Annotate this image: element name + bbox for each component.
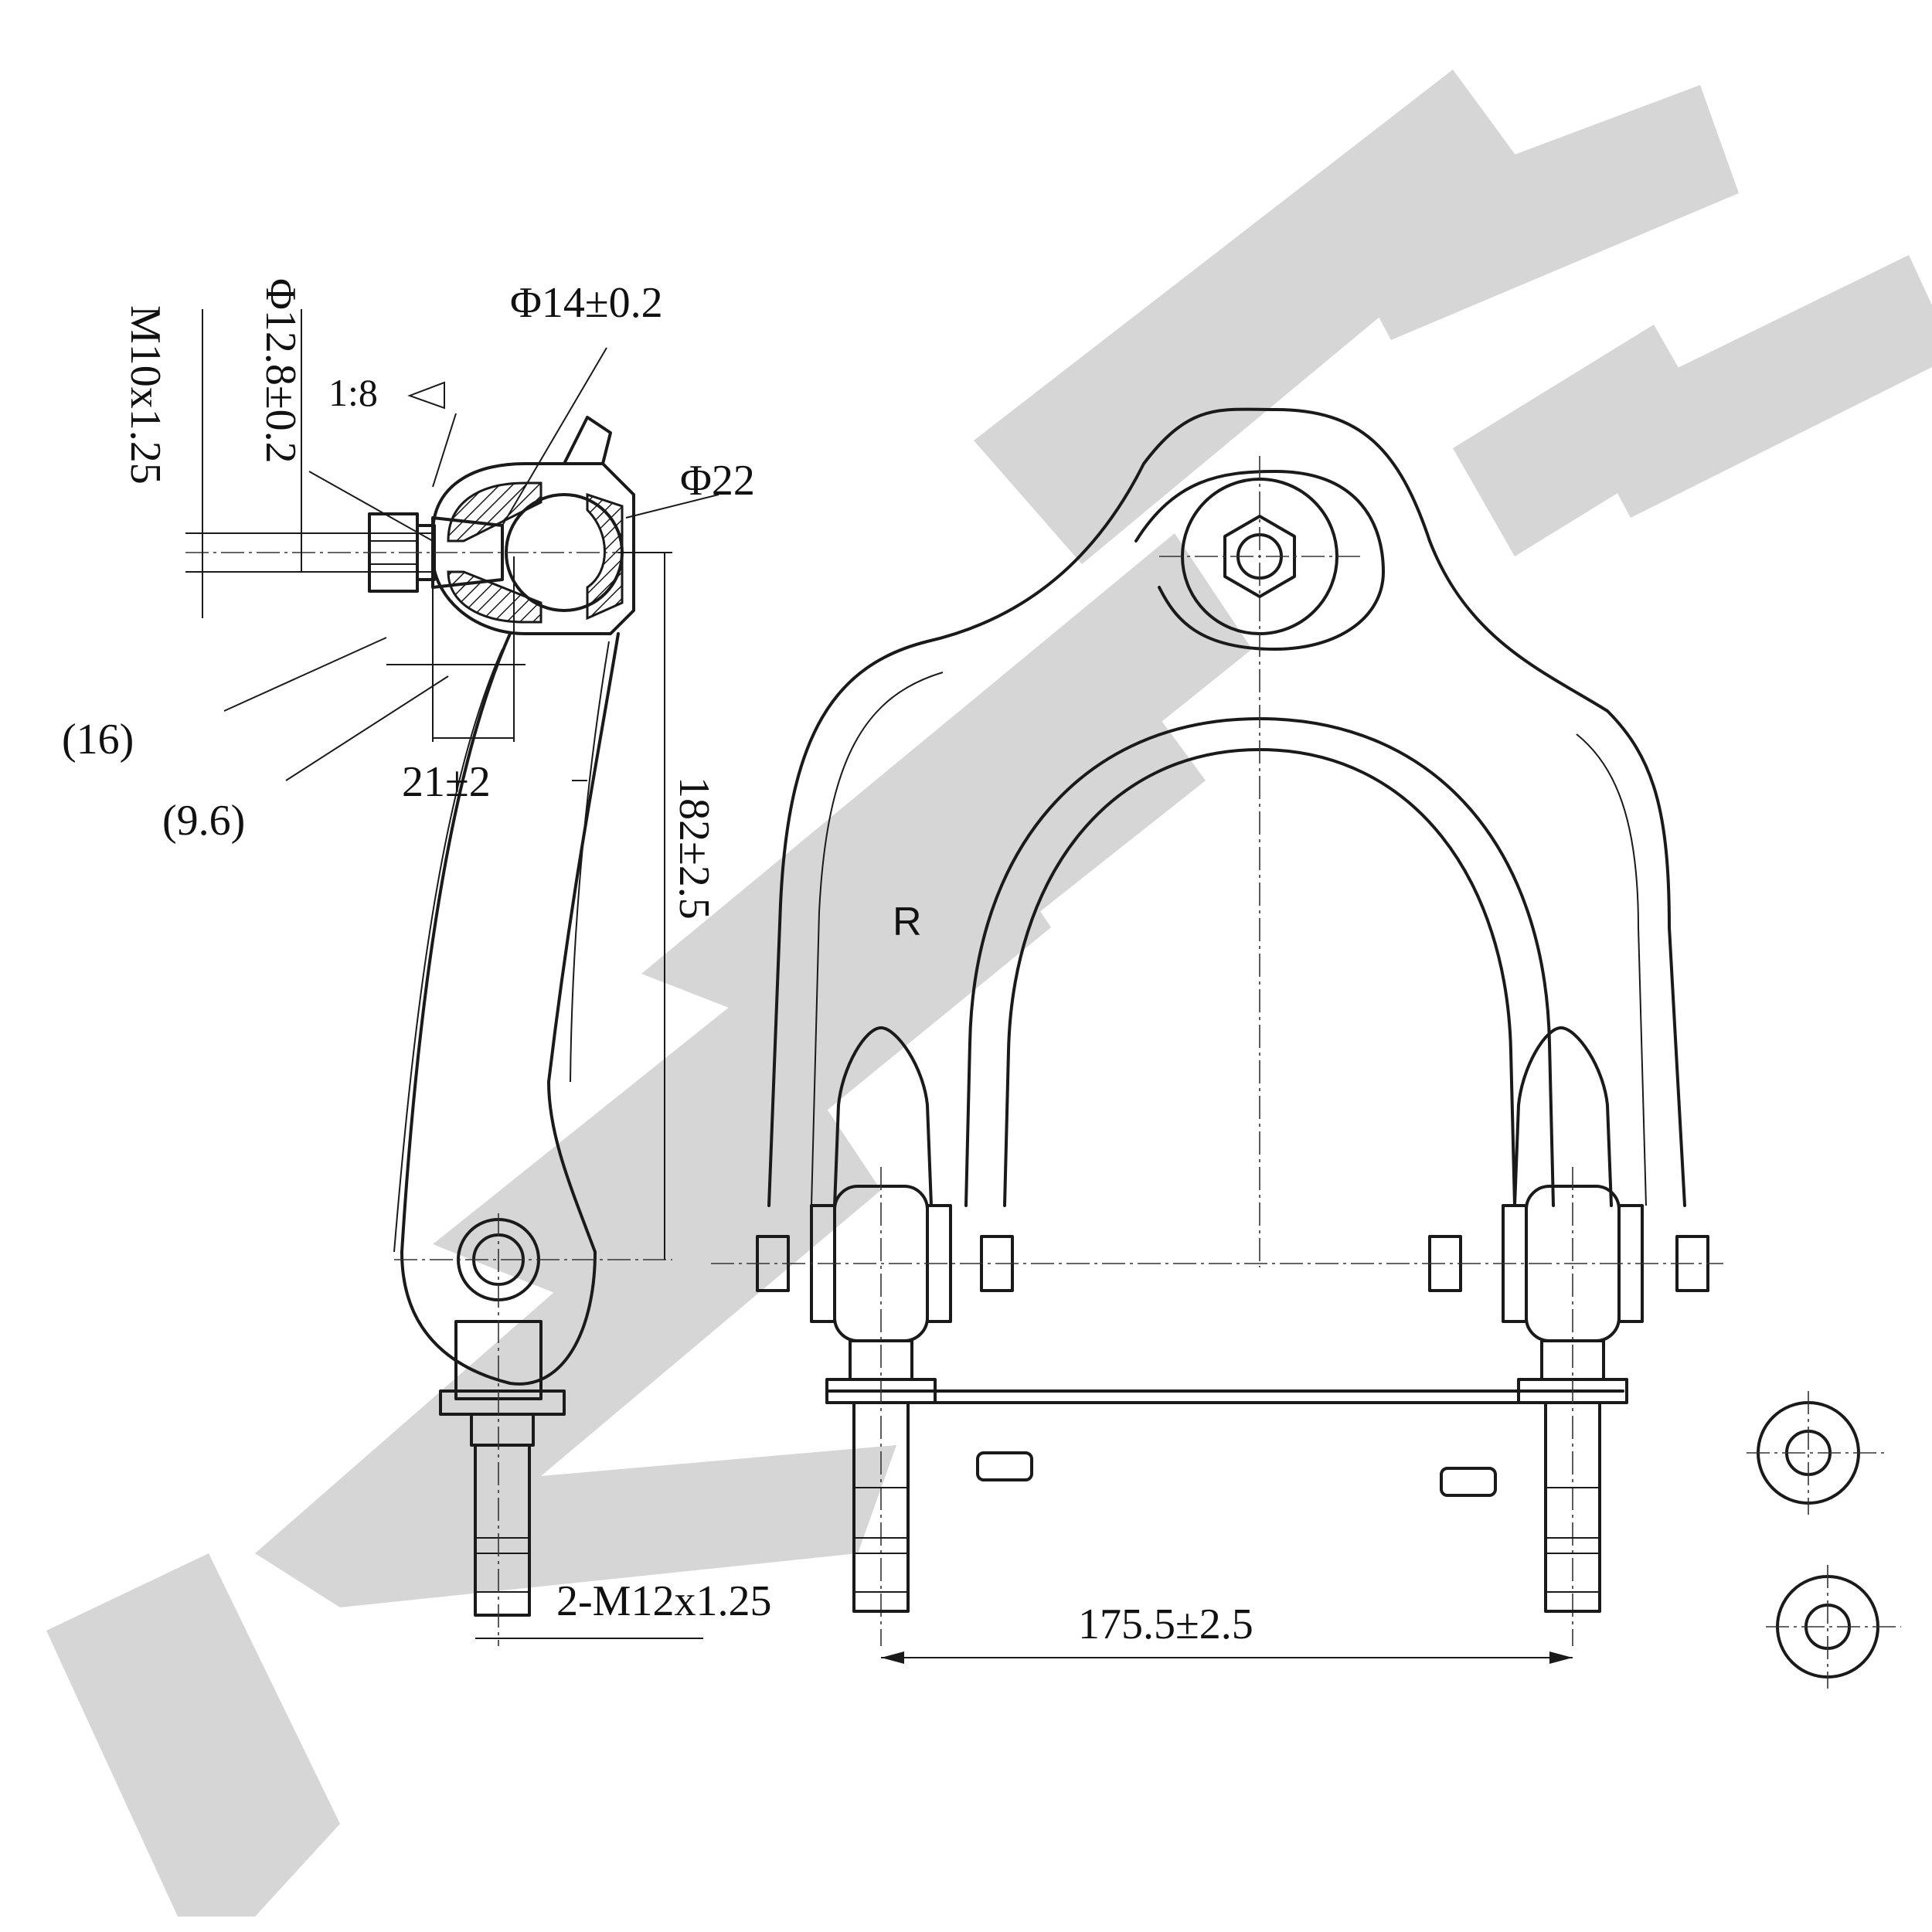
dim-16: (16)	[62, 716, 134, 764]
front-view	[711, 407, 1901, 1689]
label-side-r: R	[893, 900, 922, 944]
dim-9-6: (9.6)	[162, 797, 245, 845]
dim-182: 182±2.5	[670, 777, 718, 920]
top-nut-hex	[1223, 515, 1296, 598]
dim-175-5: 175.5±2.5	[1078, 1600, 1253, 1648]
side-stud	[474, 1444, 531, 1617]
ball-joint-housing	[431, 462, 635, 635]
left-stud	[852, 1401, 910, 1613]
dim-21: 21±2	[402, 758, 491, 806]
dim-phi14: Φ14±0.2	[510, 279, 663, 327]
side-view	[185, 309, 719, 1646]
washer-bottom	[1776, 1575, 1879, 1679]
taper-symbol	[407, 381, 445, 410]
dim-phi22: Φ22	[680, 457, 755, 505]
arm-outer-profile	[767, 407, 1686, 1207]
arm-side-profile	[400, 632, 620, 1386]
dim-m10: M10x1.25	[121, 305, 169, 485]
right-stud	[1544, 1401, 1601, 1613]
loose-nut-left	[976, 1451, 1033, 1481]
dim-taper: 1:8	[328, 371, 378, 414]
loose-nut-right	[1440, 1467, 1497, 1497]
watermark-logo	[46, 70, 1932, 1917]
dim-phi12-8: Φ12.8±0.2	[257, 278, 304, 464]
dim-m12: 2-M12x1.25	[556, 1577, 771, 1625]
washer-top	[1757, 1401, 1860, 1505]
